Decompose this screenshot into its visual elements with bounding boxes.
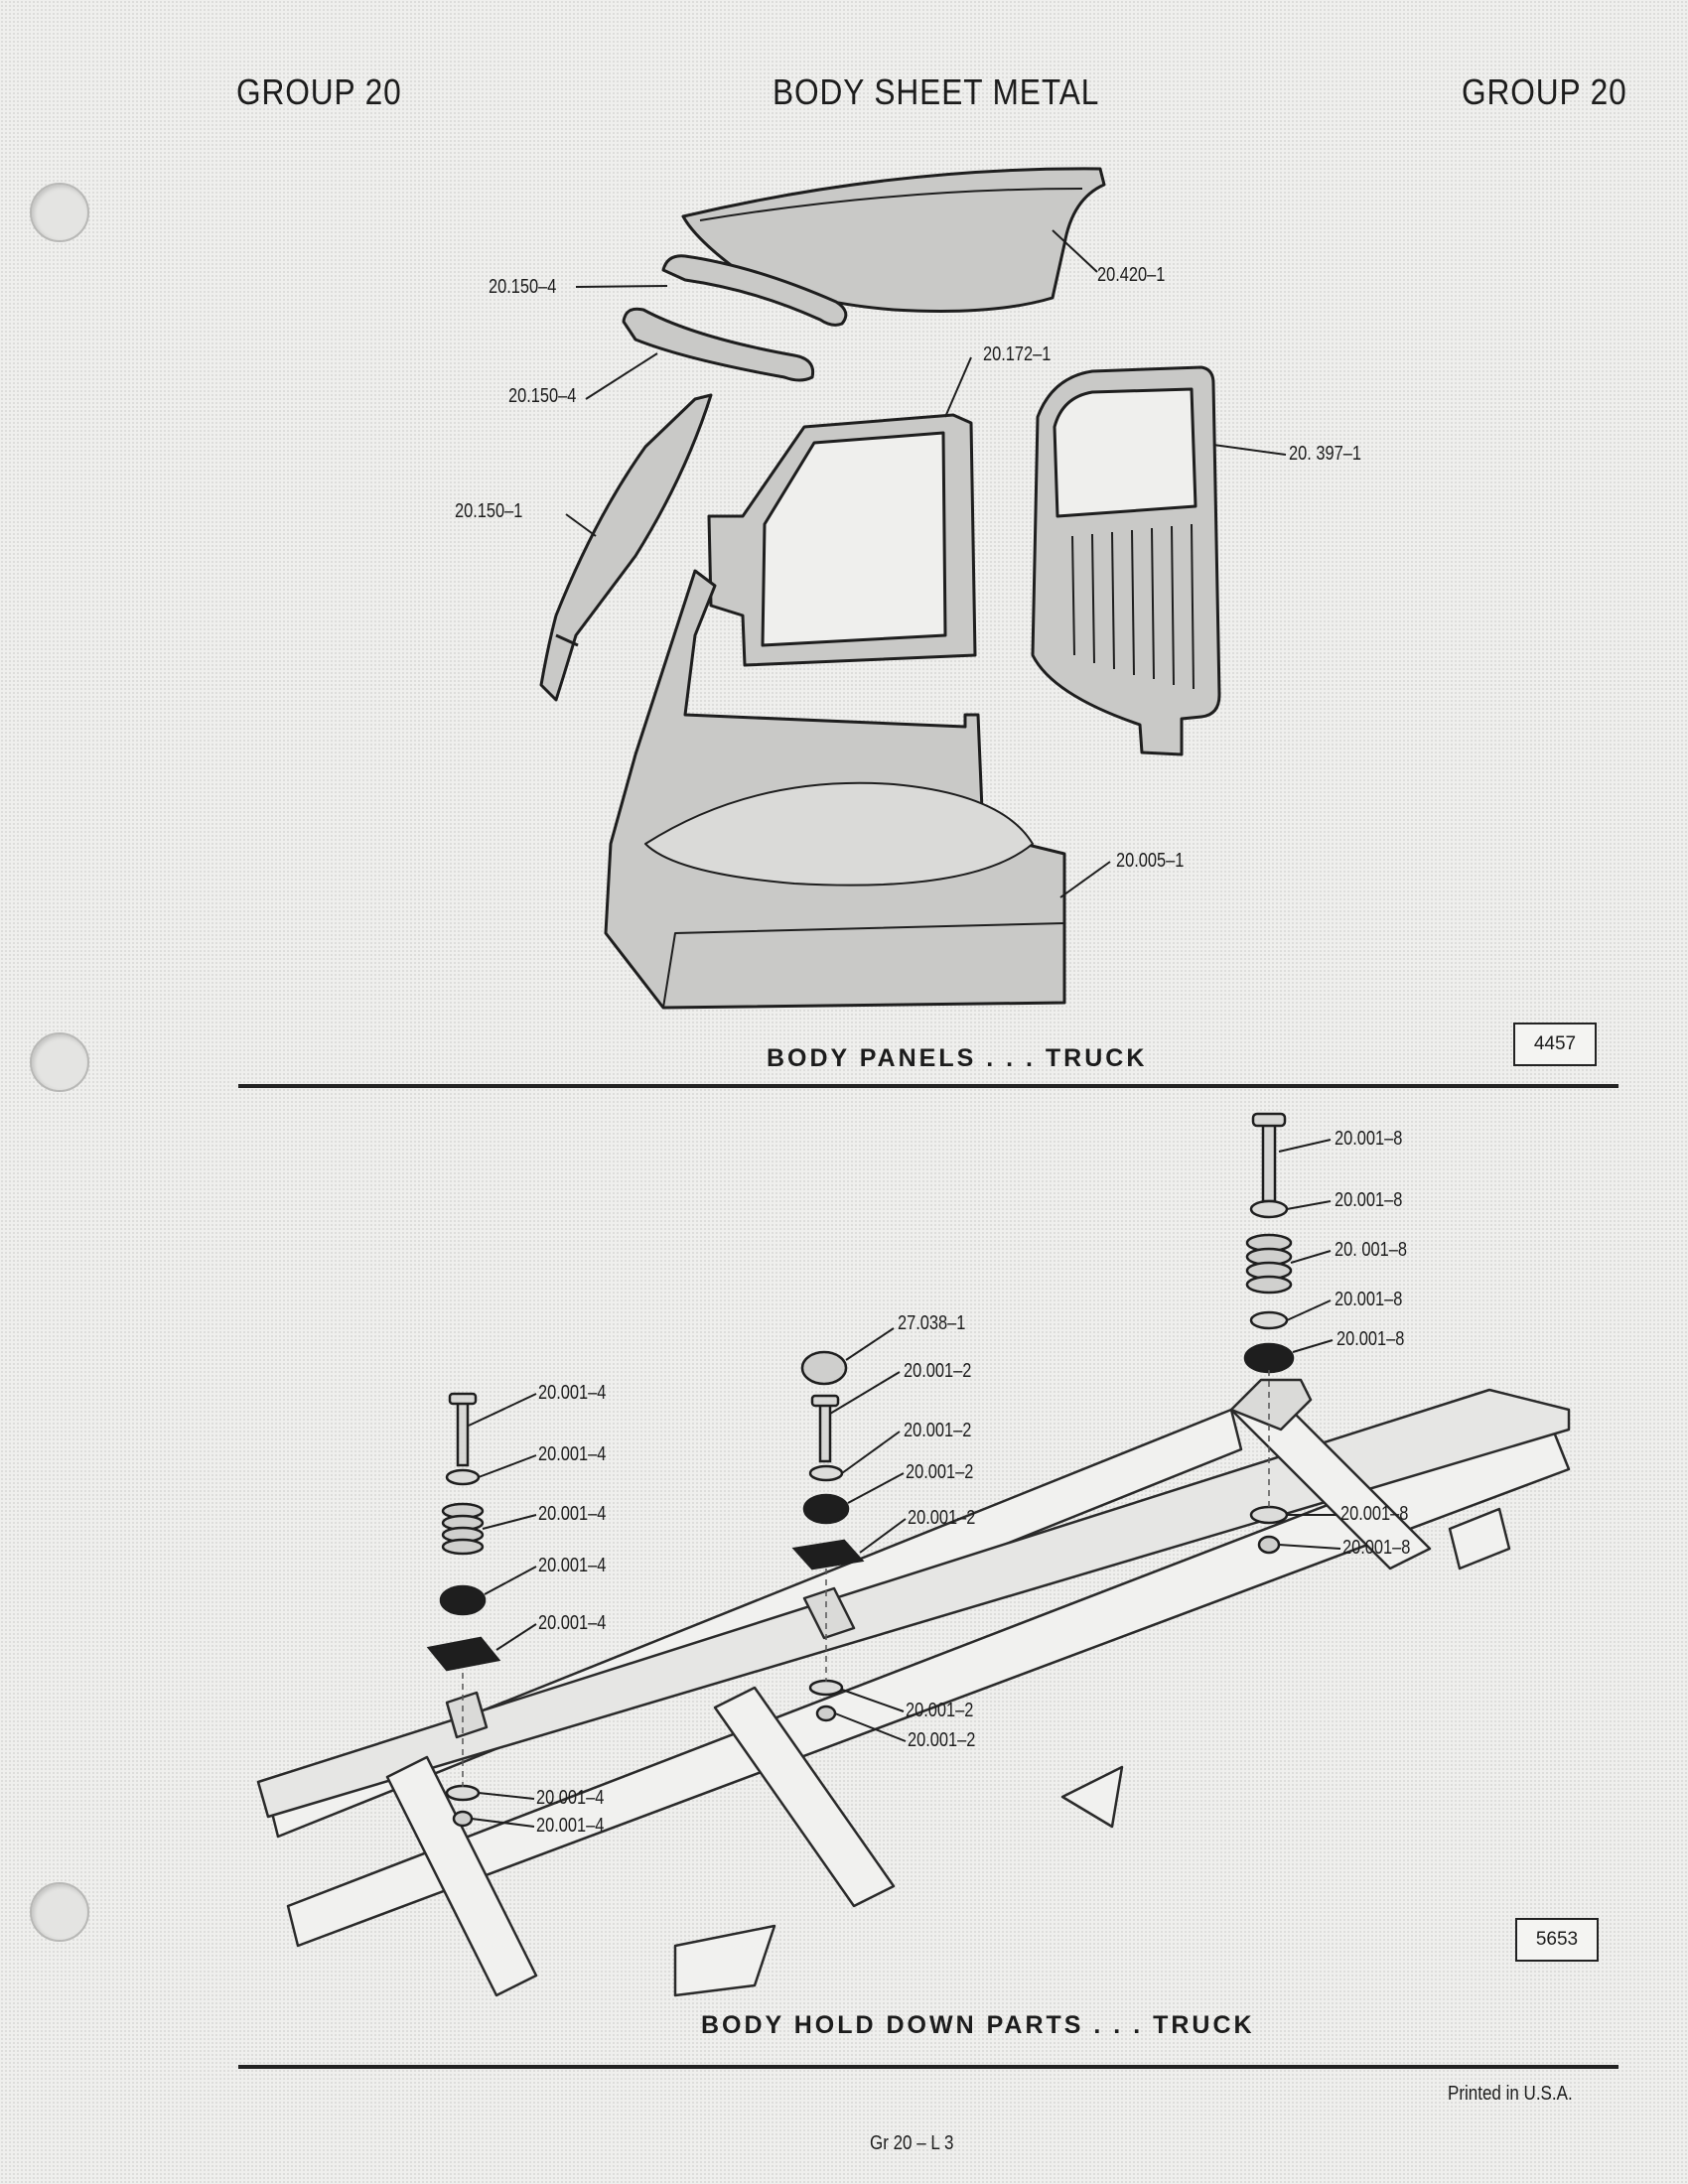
figure-caption-body-panels: BODY PANELS . . . TRUCK: [767, 1044, 1148, 1072]
callout-left-spring: 20.001–4: [538, 1503, 607, 1525]
callout-windshield-pillar: 20.150–1: [455, 500, 523, 522]
footer-divider: [238, 2065, 1618, 2069]
callout-right-nut: 20.001–8: [1342, 1537, 1411, 1559]
group-label-left: GROUP 20: [236, 71, 402, 112]
callout-left-bolt: 20.001–4: [538, 1382, 607, 1404]
callout-right-washer-upper: 20.001–8: [1335, 1189, 1403, 1211]
callout-drip-rail-lower: 20.150–4: [508, 385, 577, 407]
drip-rail-upper: [661, 254, 848, 327]
figure-number-5653: 5653: [1515, 1918, 1599, 1962]
callout-left-nut: 20.001–4: [536, 1815, 605, 1837]
group-label-right: GROUP 20: [1462, 71, 1627, 112]
callout-right-washer-bottom: 20.001–8: [1340, 1503, 1409, 1525]
callout-center-pad: 20.001–2: [908, 1507, 976, 1529]
section-divider: [238, 1084, 1618, 1088]
callout-center-washer-bottom: 20.001–2: [906, 1700, 974, 1721]
windshield-pillar: [539, 393, 713, 702]
callout-right-washer-lower: 20.001–8: [1335, 1289, 1403, 1310]
callout-roof-panel: 20.420–1: [1097, 264, 1166, 286]
callout-center-washer: 20.001–2: [904, 1420, 972, 1441]
frame-crossmember-mid: [713, 1686, 896, 1908]
callout-center-plug: 27.038–1: [898, 1312, 966, 1334]
frame-crossmember-left: [385, 1755, 538, 1997]
binder-hole: [30, 1882, 89, 1942]
callout-floor-pan: 20.005–1: [1116, 850, 1185, 872]
callout-door-frame: 20.172–1: [983, 343, 1052, 365]
page-number: Gr 20 – L 3: [870, 2132, 954, 2154]
frame-rail-rear: [286, 1418, 1571, 1948]
callout-right-insulator: 20.001–8: [1336, 1328, 1405, 1350]
binder-hole: [30, 183, 89, 242]
callout-right-bolt: 20.001–8: [1335, 1128, 1403, 1150]
callout-back-panel: 20. 397–1: [1289, 443, 1361, 465]
callout-center-insulator: 20.001–2: [906, 1461, 974, 1483]
binder-hole: [30, 1032, 89, 1092]
callout-right-spring: 20. 001–8: [1335, 1239, 1407, 1261]
callout-center-bolt: 20.001–2: [904, 1360, 972, 1382]
callout-left-washer-bottom: 20.001–4: [536, 1787, 605, 1809]
drip-rail-lower: [622, 307, 815, 382]
printed-in-usa: Printed in U.S.A.: [1448, 2083, 1573, 2105]
figure-number-4457: 4457: [1513, 1023, 1597, 1066]
callout-left-pad: 20.001–4: [538, 1612, 607, 1634]
callout-drip-rail-upper: 20.150–4: [489, 276, 557, 298]
figure-caption-body-hold-down: BODY HOLD DOWN PARTS . . . TRUCK: [701, 2011, 1255, 2039]
callout-center-nut: 20.001–2: [908, 1729, 976, 1751]
callout-left-insulator: 20.001–4: [538, 1555, 607, 1576]
page-title: BODY SHEET METAL: [773, 71, 1100, 112]
callout-left-washer: 20.001–4: [538, 1443, 607, 1465]
